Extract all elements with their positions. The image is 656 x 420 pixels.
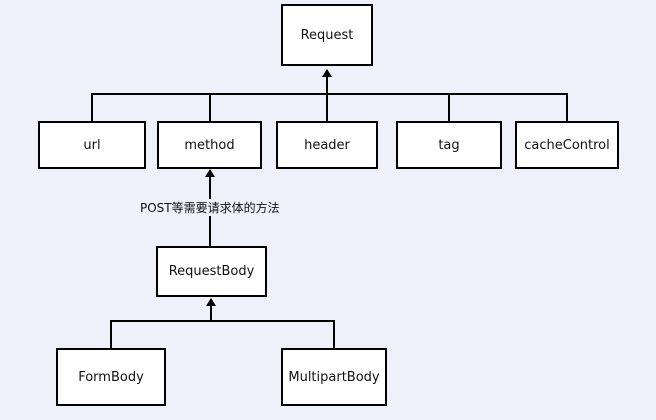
header-node: header — [276, 121, 378, 169]
cachecontrol-node: cacheControl — [515, 121, 619, 169]
tag-node: tag — [396, 121, 502, 169]
requestbody-node: RequestBody — [156, 246, 267, 297]
method-node: method — [157, 121, 262, 169]
url-node: url — [38, 121, 146, 169]
request-children-connector — [91, 69, 568, 121]
requestbody-children-connector — [110, 298, 335, 348]
post-methods-label: POST等需要请求体的方法 — [140, 199, 280, 216]
multipartbody-node: MultipartBody — [281, 348, 387, 406]
formbody-node: FormBody — [56, 348, 166, 406]
request-node: Request — [281, 4, 373, 66]
